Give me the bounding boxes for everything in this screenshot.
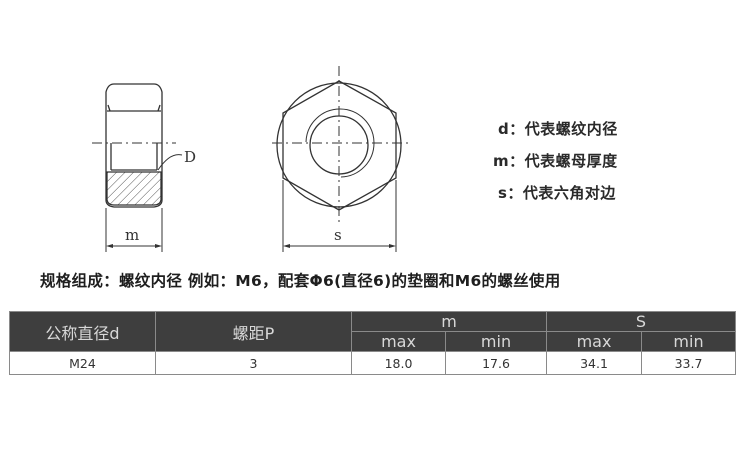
header-s-min: min	[641, 331, 736, 352]
spec-table: 公称直径d 螺距P m S max min max min M24 3 18.0…	[9, 311, 736, 375]
table-row: M24 3 18.0 17.6 34.1 33.7	[9, 351, 736, 375]
label-m: m	[125, 226, 139, 244]
label-D: D	[184, 148, 196, 166]
cell-m-min: 17.6	[445, 351, 547, 375]
header-m-min: min	[445, 331, 547, 352]
header-s-max: max	[546, 331, 642, 352]
spec-caption: 规格组成：螺纹内径 例如：M6，配套Φ6(直径6)的垫圈和M6的螺丝使用	[40, 272, 561, 290]
header-s: S	[546, 311, 736, 332]
side-view	[92, 83, 183, 252]
cell-m-max: 18.0	[351, 351, 446, 375]
legend-s: s：代表六角对边	[498, 184, 616, 202]
legend-m: m：代表螺母厚度	[493, 152, 618, 170]
cell-nominal-diameter: M24	[9, 351, 156, 375]
label-s: s	[334, 226, 342, 244]
cell-s-min: 33.7	[641, 351, 736, 375]
header-m: m	[351, 311, 547, 332]
header-m-max: max	[351, 331, 446, 352]
cell-pitch: 3	[155, 351, 352, 375]
header-nominal-diameter: 公称直径d	[9, 311, 156, 352]
legend-d: d：代表螺纹内径	[498, 120, 618, 138]
hex-nut-drawing: D m s	[92, 66, 408, 252]
front-view	[272, 66, 408, 252]
header-pitch: 螺距P	[155, 311, 352, 352]
cell-s-max: 34.1	[546, 351, 642, 375]
